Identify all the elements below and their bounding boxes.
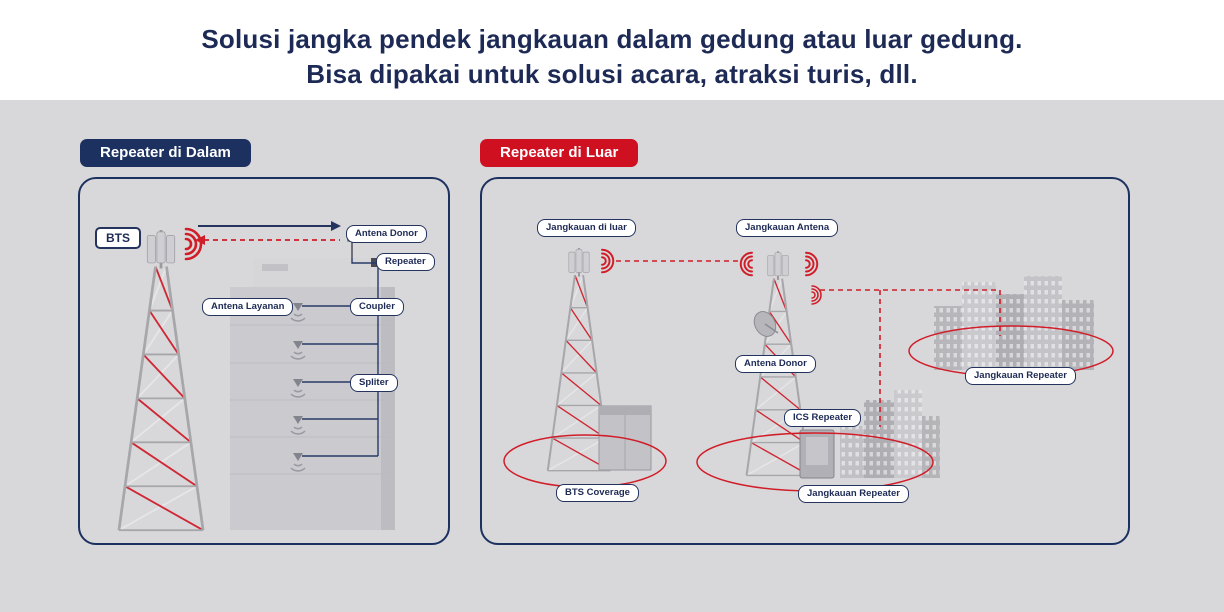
page-title: Solusi jangka pendek jangkauan dalam ged… <box>0 22 1224 92</box>
satellite-dish-icon <box>753 311 779 337</box>
signal-waves-icon <box>184 227 203 261</box>
signal-waves-icon <box>739 251 753 277</box>
signal-waves-icon <box>601 248 615 274</box>
ics-repeater-cabinet-icon <box>799 429 835 479</box>
title-line-1: Solusi jangka pendek jangkauan dalam ged… <box>201 24 1023 54</box>
signal-waves-icon <box>805 251 819 277</box>
feeder-cable <box>351 258 379 456</box>
outdoor-section-badge: Repeater di Luar <box>480 139 639 167</box>
bts-label: BTS <box>95 227 141 249</box>
label-antena-donor: Antena Donor <box>346 225 427 243</box>
indoor-section-badge: Repeater di Dalam <box>80 139 251 167</box>
label-coupler: Coupler <box>350 298 404 316</box>
label-ics-repeater: ICS Repeater <box>784 409 862 427</box>
label-jangkauan-antena: Jangkauan Antena <box>736 219 839 237</box>
building-icon <box>840 390 940 478</box>
outdoor-diagram <box>503 248 1114 492</box>
title-line-2: Bisa dipakai untuk solusi acara, atraksi… <box>306 59 918 89</box>
cell-tower-icon <box>117 230 205 532</box>
label-bts-coverage: BTS Coverage <box>556 484 639 502</box>
indoor-panel <box>78 177 450 545</box>
label-spliter: Spliter <box>350 374 398 392</box>
coverage-link-lines <box>616 260 1001 427</box>
signal-waves-icon <box>811 285 822 305</box>
uplink-arrow-dashed <box>195 235 340 245</box>
label-jangkauan-repeater-kanan: Jangkauan Repeater <box>965 367 1076 385</box>
label-repeater: Repeater <box>376 253 435 271</box>
label-jangkauan-di-luar: Jangkauan di luar <box>537 219 636 237</box>
indoor-diagram <box>117 221 395 532</box>
outdoor-panel <box>480 177 1130 545</box>
label-jangkauan-repeater-bawah: Jangkauan Repeater <box>798 485 909 503</box>
label-antena-layanan: Antena Layanan <box>202 298 294 316</box>
label-antena-donor-outdoor: Antena Donor <box>735 355 816 373</box>
downlink-arrow <box>198 221 341 231</box>
